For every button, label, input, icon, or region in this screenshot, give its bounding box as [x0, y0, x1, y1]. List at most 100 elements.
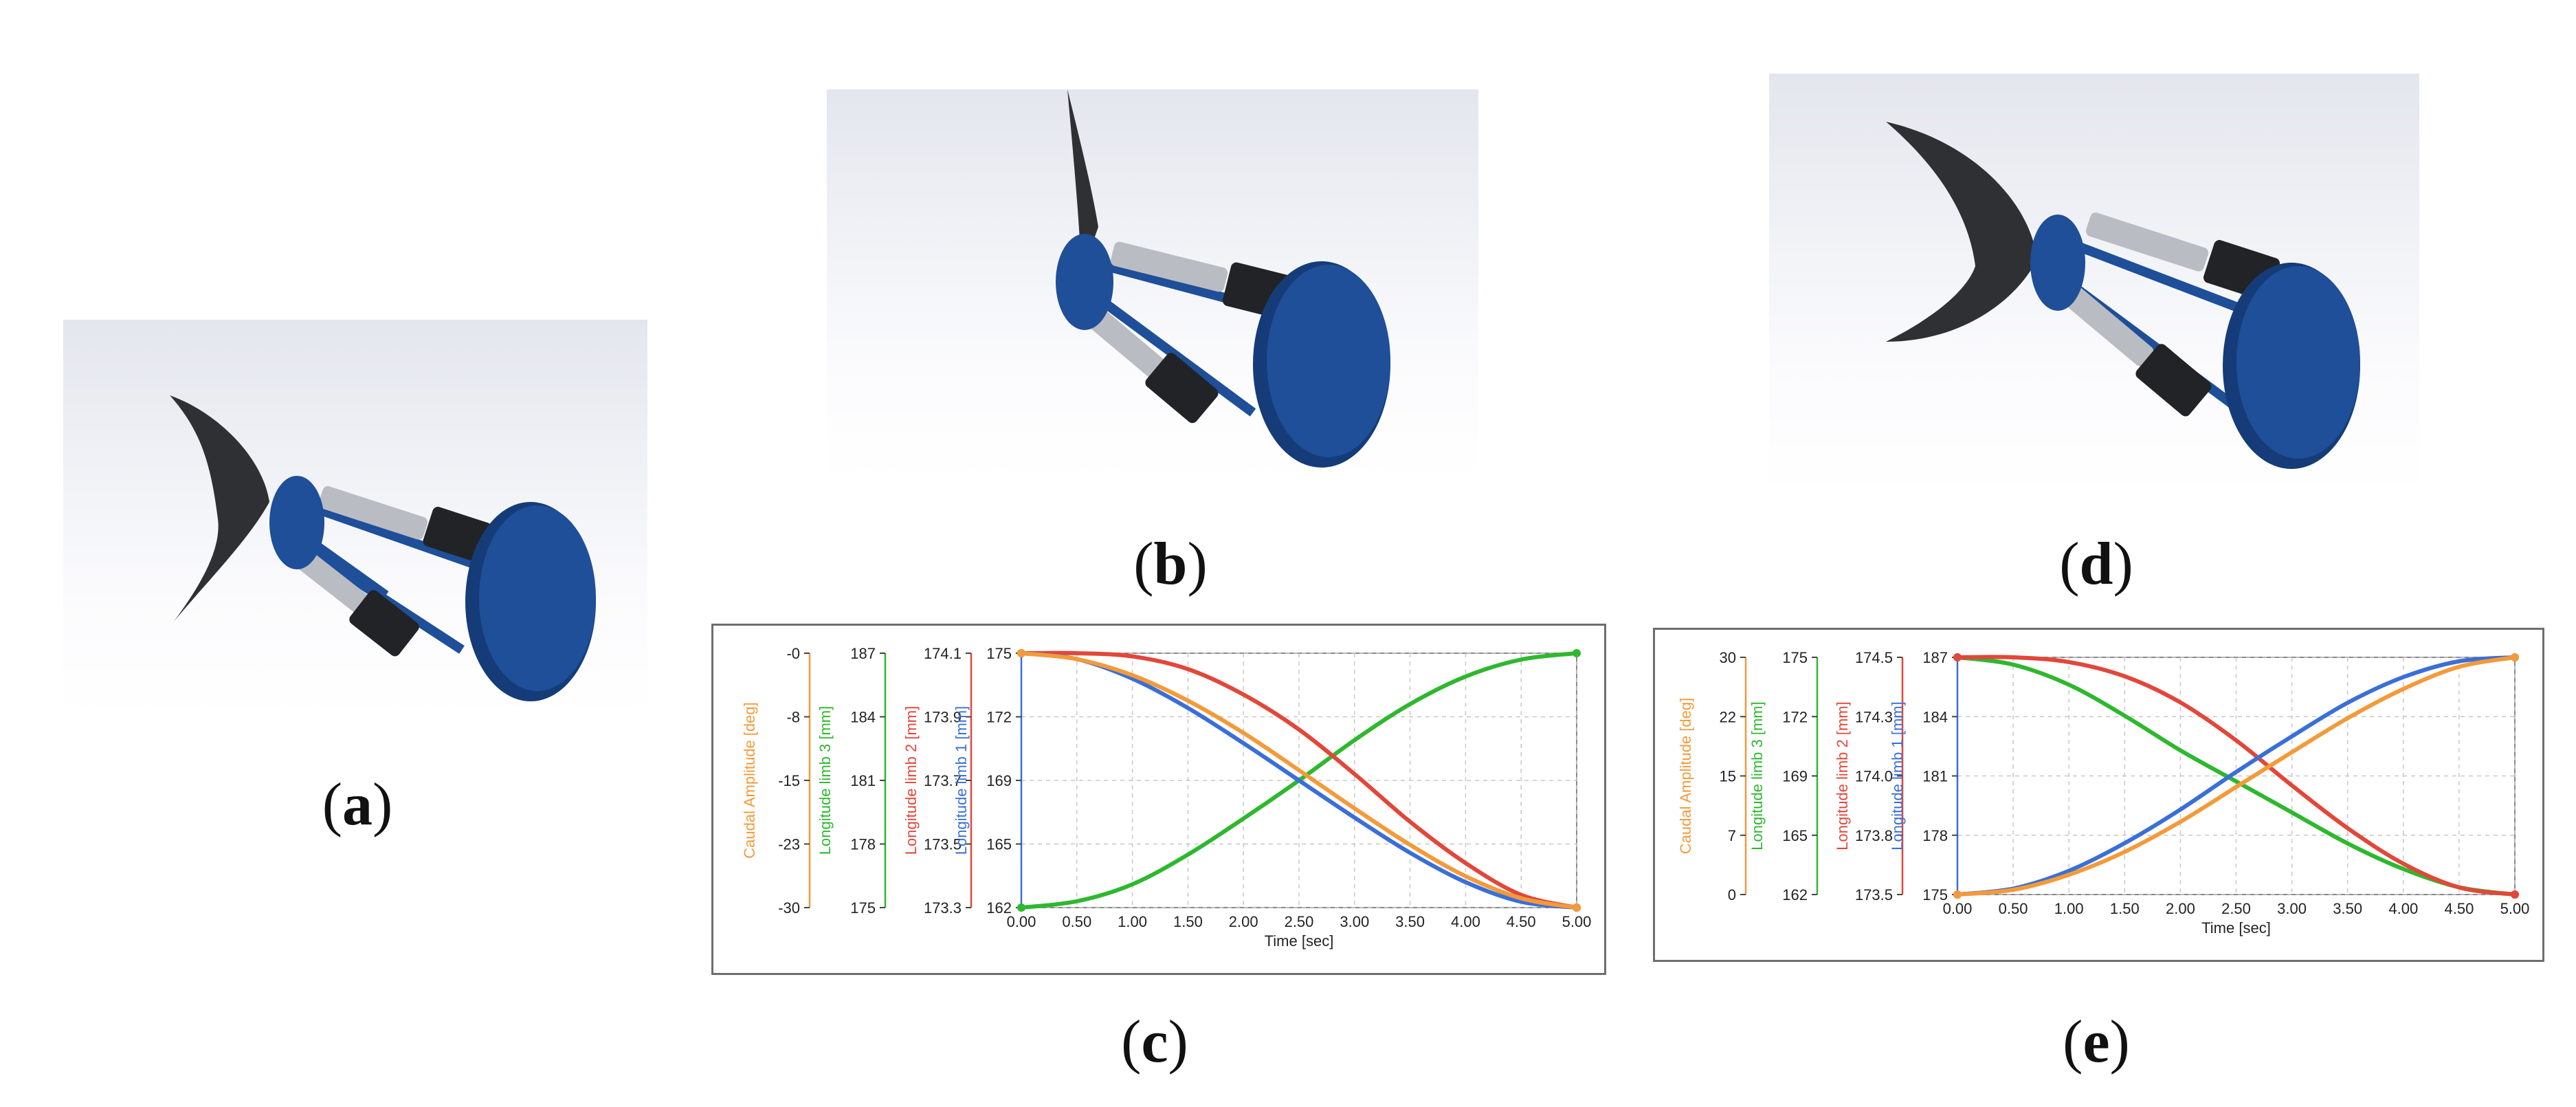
series-line-limb2: [1019, 650, 1579, 910]
series-line-limb2: [1955, 655, 2517, 897]
y-tick-label: 175: [986, 645, 1012, 662]
y-tick-label: 7: [1728, 827, 1736, 844]
y-tick-label: 178: [1922, 827, 1948, 844]
series-line-caudal: [1955, 655, 2517, 897]
y-tick-label: 162: [986, 899, 1012, 917]
x-tick-label: 4.00: [2388, 900, 2418, 917]
y-tick-label: 181: [1922, 768, 1948, 785]
y-axis-label-limb1: Longitude limb 1 [mm]: [953, 706, 970, 855]
chart-panel-e: 0.00 0.50 1.00 1.50 2.00 2.50 3.00 3.50 4.00 4.50…: [1653, 628, 2544, 962]
y-axis-label-limb3: Longitude limb 3 [mm]: [817, 706, 834, 855]
x-tick-label: 0.00: [1007, 913, 1036, 930]
x-tick-label: 0.50: [1062, 913, 1091, 930]
x-tick-label: 2.00: [2166, 900, 2195, 917]
render-panel-b: [827, 89, 1478, 481]
y-tick-label: 174.3: [1855, 708, 1893, 725]
y-tick-label: 175: [1782, 649, 1808, 666]
y-tick-label: 181: [850, 772, 876, 789]
chart-svg: 0.00 0.50 1.00 1.50 2.00 2.50 3.00 3.50 4.00 4.50…: [741, 645, 1592, 950]
y-tick-label: 173.3: [924, 899, 962, 917]
y-tick-label: 175: [850, 899, 876, 917]
series-line-limb3: [1955, 655, 2517, 897]
series-start-point-caudal: [1953, 890, 1962, 899]
y-tick-label: -23: [778, 836, 800, 853]
chart-svg: 0.00 0.50 1.00 1.50 2.00 2.50 3.00 3.50 4.00 4.50…: [1677, 649, 2530, 936]
caption-e: (e): [2063, 1009, 2130, 1075]
series-start-point-caudal: [1017, 649, 1025, 657]
series-end-point-limb3: [1573, 649, 1581, 657]
y-tick-label: 165: [1782, 827, 1808, 844]
x-axis-label: Time [sec]: [1265, 932, 1334, 950]
front-mount-plate: [2030, 215, 2085, 311]
x-tick-label: 4.50: [1507, 913, 1536, 930]
x-tick-label: 3.50: [2333, 900, 2362, 917]
y-tick-label: 173.8: [1855, 827, 1893, 844]
caudal-fin: [1886, 122, 2037, 342]
x-tick-label: 2.50: [1285, 913, 1314, 930]
y-tick-label: 187: [850, 645, 876, 662]
y-axis-label-limb2: Longitude limb 2 [mm]: [1834, 701, 1851, 850]
y-tick-label: 174.5: [1855, 649, 1893, 666]
y-tick-label: 178: [850, 836, 876, 853]
caudal-fin: [170, 395, 269, 622]
caption-b: (b): [1133, 531, 1208, 598]
y-tick-label: -30: [778, 899, 800, 917]
y-tick-label: 169: [1782, 768, 1808, 785]
y-tick-label: 30: [1720, 649, 1736, 666]
series-end-point-limb2: [2511, 890, 2519, 899]
x-tick-label: 2.00: [1229, 913, 1258, 930]
y-tick-label: 15: [1720, 768, 1736, 785]
y-axis-label-limb3: Longitude limb 3 [mm]: [1748, 701, 1766, 850]
front-mount-plate: [1056, 234, 1113, 330]
fish-robot-render-d: [1886, 122, 2360, 469]
y-tick-label: 175: [1922, 886, 1948, 903]
y-tick-label: 187: [1922, 649, 1948, 666]
front-mount-plate: [269, 476, 324, 569]
x-tick-label: 0.00: [1943, 900, 1973, 917]
render-panel-d: [1769, 74, 2419, 495]
chart-panel-c: 0.00 0.50 1.00 1.50 2.00 2.50 3.00 3.50 4.00 4.50…: [711, 624, 1606, 975]
y-tick-label: 22: [1720, 708, 1736, 725]
series-start-point-limb2: [1953, 653, 1962, 661]
caption-a: (a): [322, 771, 393, 838]
y-tick-label: 169: [986, 772, 1012, 789]
y-tick-label: -15: [778, 772, 800, 789]
x-tick-label: 3.00: [2277, 900, 2307, 917]
series-start-point-limb3: [1017, 903, 1025, 912]
x-tick-label: 3.50: [1395, 913, 1425, 930]
caption-d: (d): [2059, 531, 2133, 598]
y-tick-label: 173.5: [924, 836, 962, 853]
x-tick-label: 4.00: [1451, 913, 1480, 930]
fish-robot-render-b: [1056, 89, 1390, 468]
x-tick-label: 3.00: [1340, 913, 1369, 930]
y-axis-label-caudal: Caudal Amplitude [deg]: [741, 702, 758, 859]
y-tick-label: 174.0: [1855, 768, 1893, 785]
x-tick-label: 1.50: [1173, 913, 1203, 930]
x-tick-label: 1.50: [2110, 900, 2140, 917]
y-tick-label: 165: [986, 836, 1012, 853]
x-axis-label: Time [sec]: [2201, 919, 2271, 936]
y-tick-label: 173.5: [1855, 886, 1893, 903]
x-tick-label: 1.00: [2054, 900, 2084, 917]
render-panel-a: [63, 320, 647, 719]
x-tick-label: 1.00: [1118, 913, 1147, 930]
y-axis-label-limb2: Longitude limb 2 [mm]: [902, 706, 920, 855]
y-axis-label-limb1: Longitude limb 1 [mm]: [1889, 701, 1906, 850]
y-tick-label: 174.1: [924, 645, 962, 662]
y-axis-label-caudal: Caudal Amplitude [deg]: [1677, 698, 1694, 855]
x-tick-label: 5.00: [1562, 913, 1592, 930]
series-end-point-caudal: [2511, 653, 2519, 661]
y-tick-label: 172: [986, 709, 1012, 726]
y-tick-label: 184: [1922, 708, 1948, 725]
x-tick-label: 2.50: [2221, 900, 2251, 917]
series-line-limb1: [1955, 655, 2517, 897]
y-tick-label: 173.9: [924, 709, 962, 726]
y-tick-label: 172: [1782, 708, 1808, 725]
series-line-limb1: [1019, 651, 1579, 910]
x-tick-label: 5.00: [2500, 900, 2530, 917]
y-tick-label: 184: [850, 709, 876, 726]
x-tick-label: 0.50: [1999, 900, 2028, 917]
y-tick-label: 162: [1782, 886, 1808, 903]
x-tick-label: 4.50: [2444, 900, 2474, 917]
y-tick-label: -0: [786, 645, 800, 662]
